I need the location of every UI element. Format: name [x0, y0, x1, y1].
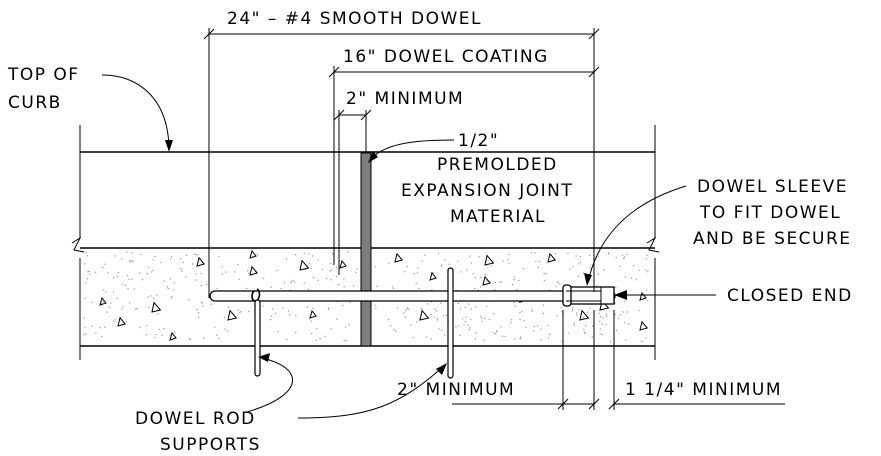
aggregate-mark [482, 275, 492, 286]
dimension-lines [203, 28, 785, 410]
label-sleeve-line3: AND BE SECURE [693, 229, 852, 249]
aggregate-mark [639, 320, 649, 331]
aggregate-mark [99, 296, 107, 306]
aggregate-mark [196, 256, 206, 267]
aggregate-mark [151, 301, 162, 313]
label-sleeve-line1: DOWEL SLEEVE [697, 177, 848, 197]
aggregate-mark [579, 309, 590, 321]
aggregate-mark [394, 252, 404, 263]
label-supports-line1: DOWEL ROD [135, 409, 256, 429]
aggregate-mark [227, 309, 238, 321]
labels: 24" – #4 SMOOTH DOWEL 16" DOWEL COATING … [7, 9, 853, 455]
aggregate-mark [547, 252, 557, 263]
aggregate-mark [309, 309, 317, 319]
label-sleeve-line2: TO FIT DOWEL [699, 203, 841, 223]
label-top-of-curb-line2: CURB [8, 93, 62, 113]
label-joint-size: 1/2" [458, 131, 499, 151]
label-2in-minimum-top: 2" MINIMUM [346, 89, 464, 109]
label-dowel-length: 24" – #4 SMOOTH DOWEL [227, 9, 482, 29]
expansion-joint-material [360, 152, 372, 347]
label-1-1-4-minimum: 1 1/4" MINIMUM [625, 380, 782, 400]
aggregate-mark [299, 259, 310, 271]
label-2in-minimum-bottom: 2" MINIMUM [397, 380, 515, 400]
aggregate-mark [249, 265, 259, 276]
aggregate-mark [429, 271, 437, 281]
dowel-bar [209, 290, 616, 302]
label-dowel-coating: 16" DOWEL COATING [343, 47, 549, 67]
label-top-of-curb-line1: TOP OF [7, 65, 80, 85]
aggregate-mark [117, 316, 127, 327]
label-joint-line3: EXPANSION JOINT [401, 181, 573, 201]
label-closed-end: CLOSED END [727, 286, 853, 306]
label-supports-line2: SUPPORTS [160, 435, 261, 455]
dowel-rod-supports [251, 267, 454, 379]
aggregate-mark [339, 259, 347, 269]
aggregate-mark [419, 309, 430, 321]
leaders [101, 74, 716, 419]
aggregate-mark [639, 291, 647, 301]
label-joint-line4: MATERIAL [450, 207, 546, 227]
aggregate-mark [249, 249, 257, 259]
dowel-sleeve [562, 284, 615, 307]
aggregate-mark [484, 254, 495, 266]
label-joint-line2: PREMOLDED [437, 155, 558, 175]
aggregate-mark [169, 331, 177, 341]
